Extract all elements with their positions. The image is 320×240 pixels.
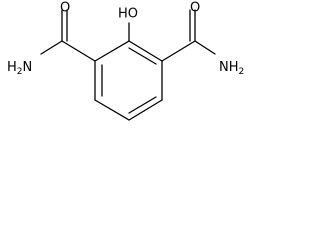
ring-double-bond-bottom-right — [128, 96, 157, 114]
left-carbonyl-oxygen: O — [60, 1, 70, 16]
right-amine-label: NH2 — [219, 60, 244, 77]
benzene-ring — [94, 40, 163, 121]
ring-bond-bottom-right — [128, 99, 163, 121]
right-amine-bond — [194, 40, 216, 55]
ring-bond-top-left — [94, 40, 130, 62]
right-carbonyl-oxygen: O — [190, 1, 200, 16]
left-amide-bond — [61, 40, 96, 62]
left-amine-bond — [40, 40, 63, 55]
structure-diagram: HO O H2N O NH2 — [7, 1, 244, 121]
ring-double-bond-top-right — [128, 47, 157, 65]
ring-bond-bottom-left — [94, 99, 130, 121]
ring-bond-top-right — [128, 40, 163, 62]
right-amide-bond — [161, 40, 196, 62]
hydroxyl-label: HO — [118, 7, 138, 22]
left-amine-label: H2N — [7, 60, 32, 77]
